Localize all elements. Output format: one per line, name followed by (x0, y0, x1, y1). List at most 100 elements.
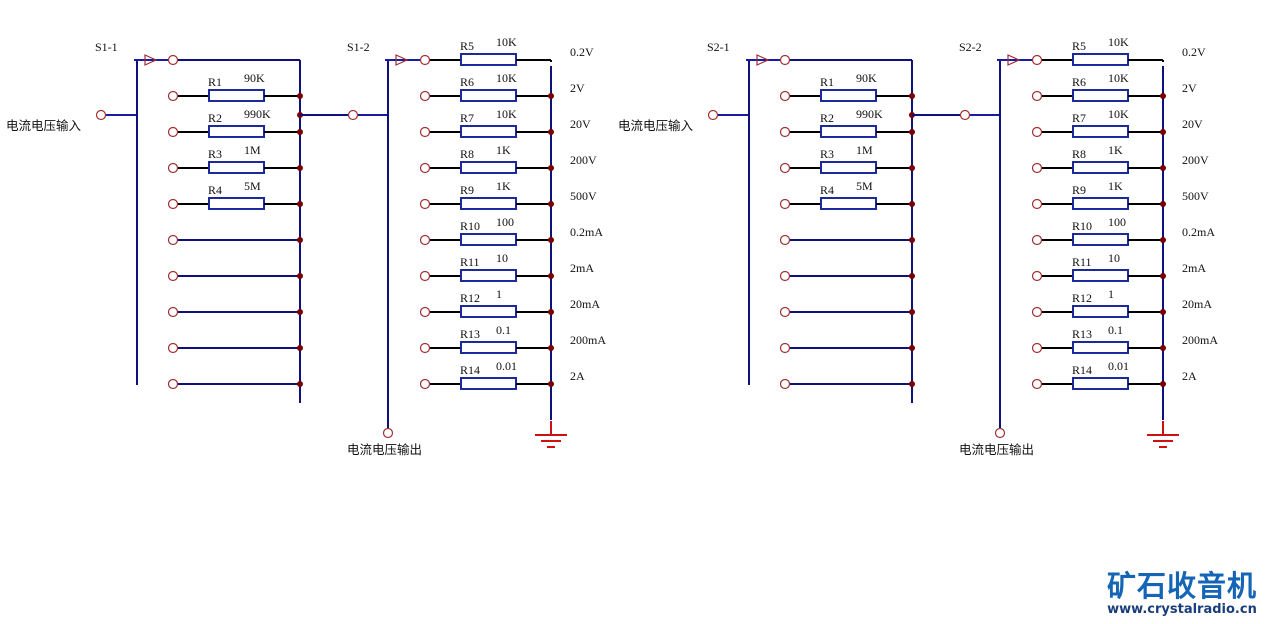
resistor-value: 990K (856, 107, 883, 121)
junction-dot-icon (909, 237, 915, 243)
range-label: 2A (1182, 369, 1197, 383)
contact-terminal-icon (1031, 342, 1043, 354)
resistor-icon (208, 125, 265, 138)
resistor-value: 1K (496, 179, 511, 193)
resistor-label: R4 (208, 183, 222, 197)
range-label: 20V (1182, 117, 1203, 131)
input-terminal-icon (707, 109, 719, 121)
contact-terminal-icon (167, 234, 179, 246)
switch-a-position (779, 378, 915, 390)
resistor-icon (820, 89, 877, 102)
switch-a-position (779, 54, 791, 66)
junction-dot-icon (297, 165, 303, 171)
resistor-icon (820, 161, 877, 174)
range-label: 0.2mA (570, 225, 603, 239)
resistor-value: 5M (856, 179, 873, 193)
junction-dot-icon (909, 381, 915, 387)
resistor-label: R6 (460, 75, 474, 89)
resistor-icon (1072, 341, 1129, 354)
resistor-label: R10 (460, 219, 480, 233)
resistor-value: 10K (496, 71, 517, 85)
range-label: 20V (570, 117, 591, 131)
contact-terminal-icon (1031, 90, 1043, 102)
junction-dot-icon (548, 93, 554, 99)
junction-dot-icon (297, 201, 303, 207)
contact-terminal-icon (167, 162, 179, 174)
contact-terminal-icon (1031, 54, 1043, 66)
resistor-label: R9 (460, 183, 474, 197)
resistor-value: 90K (856, 71, 877, 85)
resistor-label: R7 (1072, 111, 1086, 125)
range-label: 20mA (570, 297, 600, 311)
interstage-terminal-icon (347, 109, 359, 121)
resistor-label: R12 (1072, 291, 1092, 305)
resistor-value: 10K (1108, 71, 1129, 85)
resistor-value: 10 (496, 251, 508, 265)
junction-dot-icon (1160, 345, 1166, 351)
resistor-value: 1M (244, 143, 261, 157)
contact-terminal-icon (167, 378, 179, 390)
resistor-value: 1 (496, 287, 502, 301)
resistor-icon (208, 89, 265, 102)
output-terminal-icon (382, 427, 394, 439)
range-label: 200V (1182, 153, 1209, 167)
resistor-value: 1K (1108, 143, 1123, 157)
range-label: 20mA (1182, 297, 1212, 311)
resistor-icon (1072, 197, 1129, 210)
input-label: 电流电压输入 (618, 118, 694, 133)
contact-terminal-icon (419, 198, 431, 210)
resistor-label: R3 (820, 147, 834, 161)
junction-dot-icon (909, 129, 915, 135)
junction-dot-icon (909, 165, 915, 171)
switch-a-position (167, 270, 303, 282)
resistor-value: 1 (1108, 287, 1114, 301)
resistor-label: R5 (460, 39, 474, 53)
junction-dot-icon (548, 129, 554, 135)
contact-terminal-icon (1031, 126, 1043, 138)
range-label: 200mA (1182, 333, 1218, 347)
switch-a-position (167, 342, 303, 354)
resistor-icon (460, 233, 517, 246)
contact-terminal-icon (419, 90, 431, 102)
output-label: 电流电压输出 (347, 442, 422, 457)
contact-terminal-icon (779, 234, 791, 246)
switch-wiper-icon (395, 54, 409, 66)
resistor-icon (1072, 269, 1129, 282)
resistor-icon (208, 197, 265, 210)
contact-terminal-icon (779, 198, 791, 210)
resistor-label: R9 (1072, 183, 1086, 197)
resistor-icon (1072, 233, 1129, 246)
contact-terminal-icon (419, 378, 431, 390)
junction-dot-icon (909, 273, 915, 279)
resistor-value: 10 (1108, 251, 1120, 265)
switch-wiper-icon (144, 54, 158, 66)
switch-a-position (779, 234, 915, 246)
contact-terminal-icon (779, 306, 791, 318)
switch-b-label: S2-2 (959, 40, 982, 54)
junction-dot-icon (297, 237, 303, 243)
resistor-value: 1K (496, 143, 511, 157)
junction-dot-icon (1160, 93, 1166, 99)
resistor-label: R7 (460, 111, 474, 125)
range-label: 0.2V (1182, 45, 1206, 59)
resistor-label: R10 (1072, 219, 1092, 233)
contact-terminal-icon (779, 162, 791, 174)
range-label: 2V (1182, 81, 1197, 95)
